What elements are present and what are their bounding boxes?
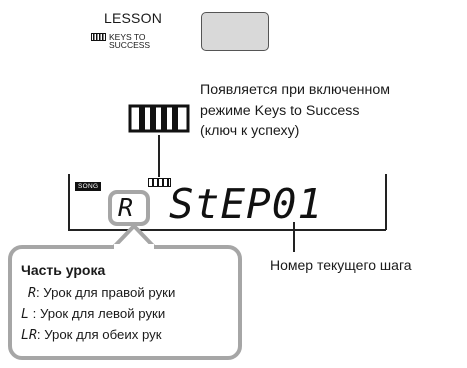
keyboard-icon bbox=[91, 33, 106, 41]
lcd-right-edge bbox=[385, 174, 387, 230]
keys-to-success-label: KEYS TO SUCCESS bbox=[91, 33, 155, 49]
keys-to-success-text: KEYS TO SUCCESS bbox=[109, 32, 151, 50]
annotation-line-3: (ключ к успеху) bbox=[200, 123, 300, 139]
lesson-button[interactable] bbox=[201, 12, 269, 51]
callout-row-left: L : Урок для левой руки bbox=[21, 306, 165, 322]
annotation-line-2: режиме Keys to Success bbox=[200, 102, 360, 119]
step-leader-line bbox=[293, 222, 295, 252]
callout-title: Часть урока bbox=[21, 262, 106, 278]
lcd-bottom-edge bbox=[68, 229, 386, 231]
lesson-part-callout bbox=[8, 245, 242, 360]
part-symbol-l: L bbox=[21, 307, 29, 322]
keys-indicator-annotation: Появляется при включенном режиме Keys to… bbox=[200, 80, 390, 142]
keys-to-success-indicator-icon bbox=[128, 104, 190, 133]
callout-row-both: LR: Урок для обеих рук bbox=[21, 327, 162, 343]
step-number-caption: Номер текущего шага bbox=[270, 257, 412, 273]
callout-row-right: R: Урок для правой руки bbox=[28, 285, 175, 301]
part-desc-lr: : Урок для обеих рук bbox=[36, 327, 162, 342]
part-symbol-r: R bbox=[28, 286, 36, 301]
part-indicator: R bbox=[118, 193, 134, 222]
indicator-leader-line bbox=[158, 135, 160, 177]
part-indicator-highlight bbox=[108, 190, 150, 226]
lcd-left-edge bbox=[68, 174, 70, 230]
part-symbol-lr: LR bbox=[21, 328, 37, 343]
song-badge: SONG bbox=[75, 182, 102, 191]
lcd-keyboard-icon bbox=[148, 178, 171, 187]
lesson-label: LESSON bbox=[104, 10, 162, 26]
callout-seam bbox=[114, 244, 154, 250]
part-desc-r: : Урок для правой руки bbox=[35, 285, 176, 300]
part-desc-l: : Урок для левой руки bbox=[28, 306, 166, 321]
step-display: StEP01 bbox=[169, 180, 324, 228]
annotation-line-1: Появляется при включенном bbox=[200, 82, 390, 98]
